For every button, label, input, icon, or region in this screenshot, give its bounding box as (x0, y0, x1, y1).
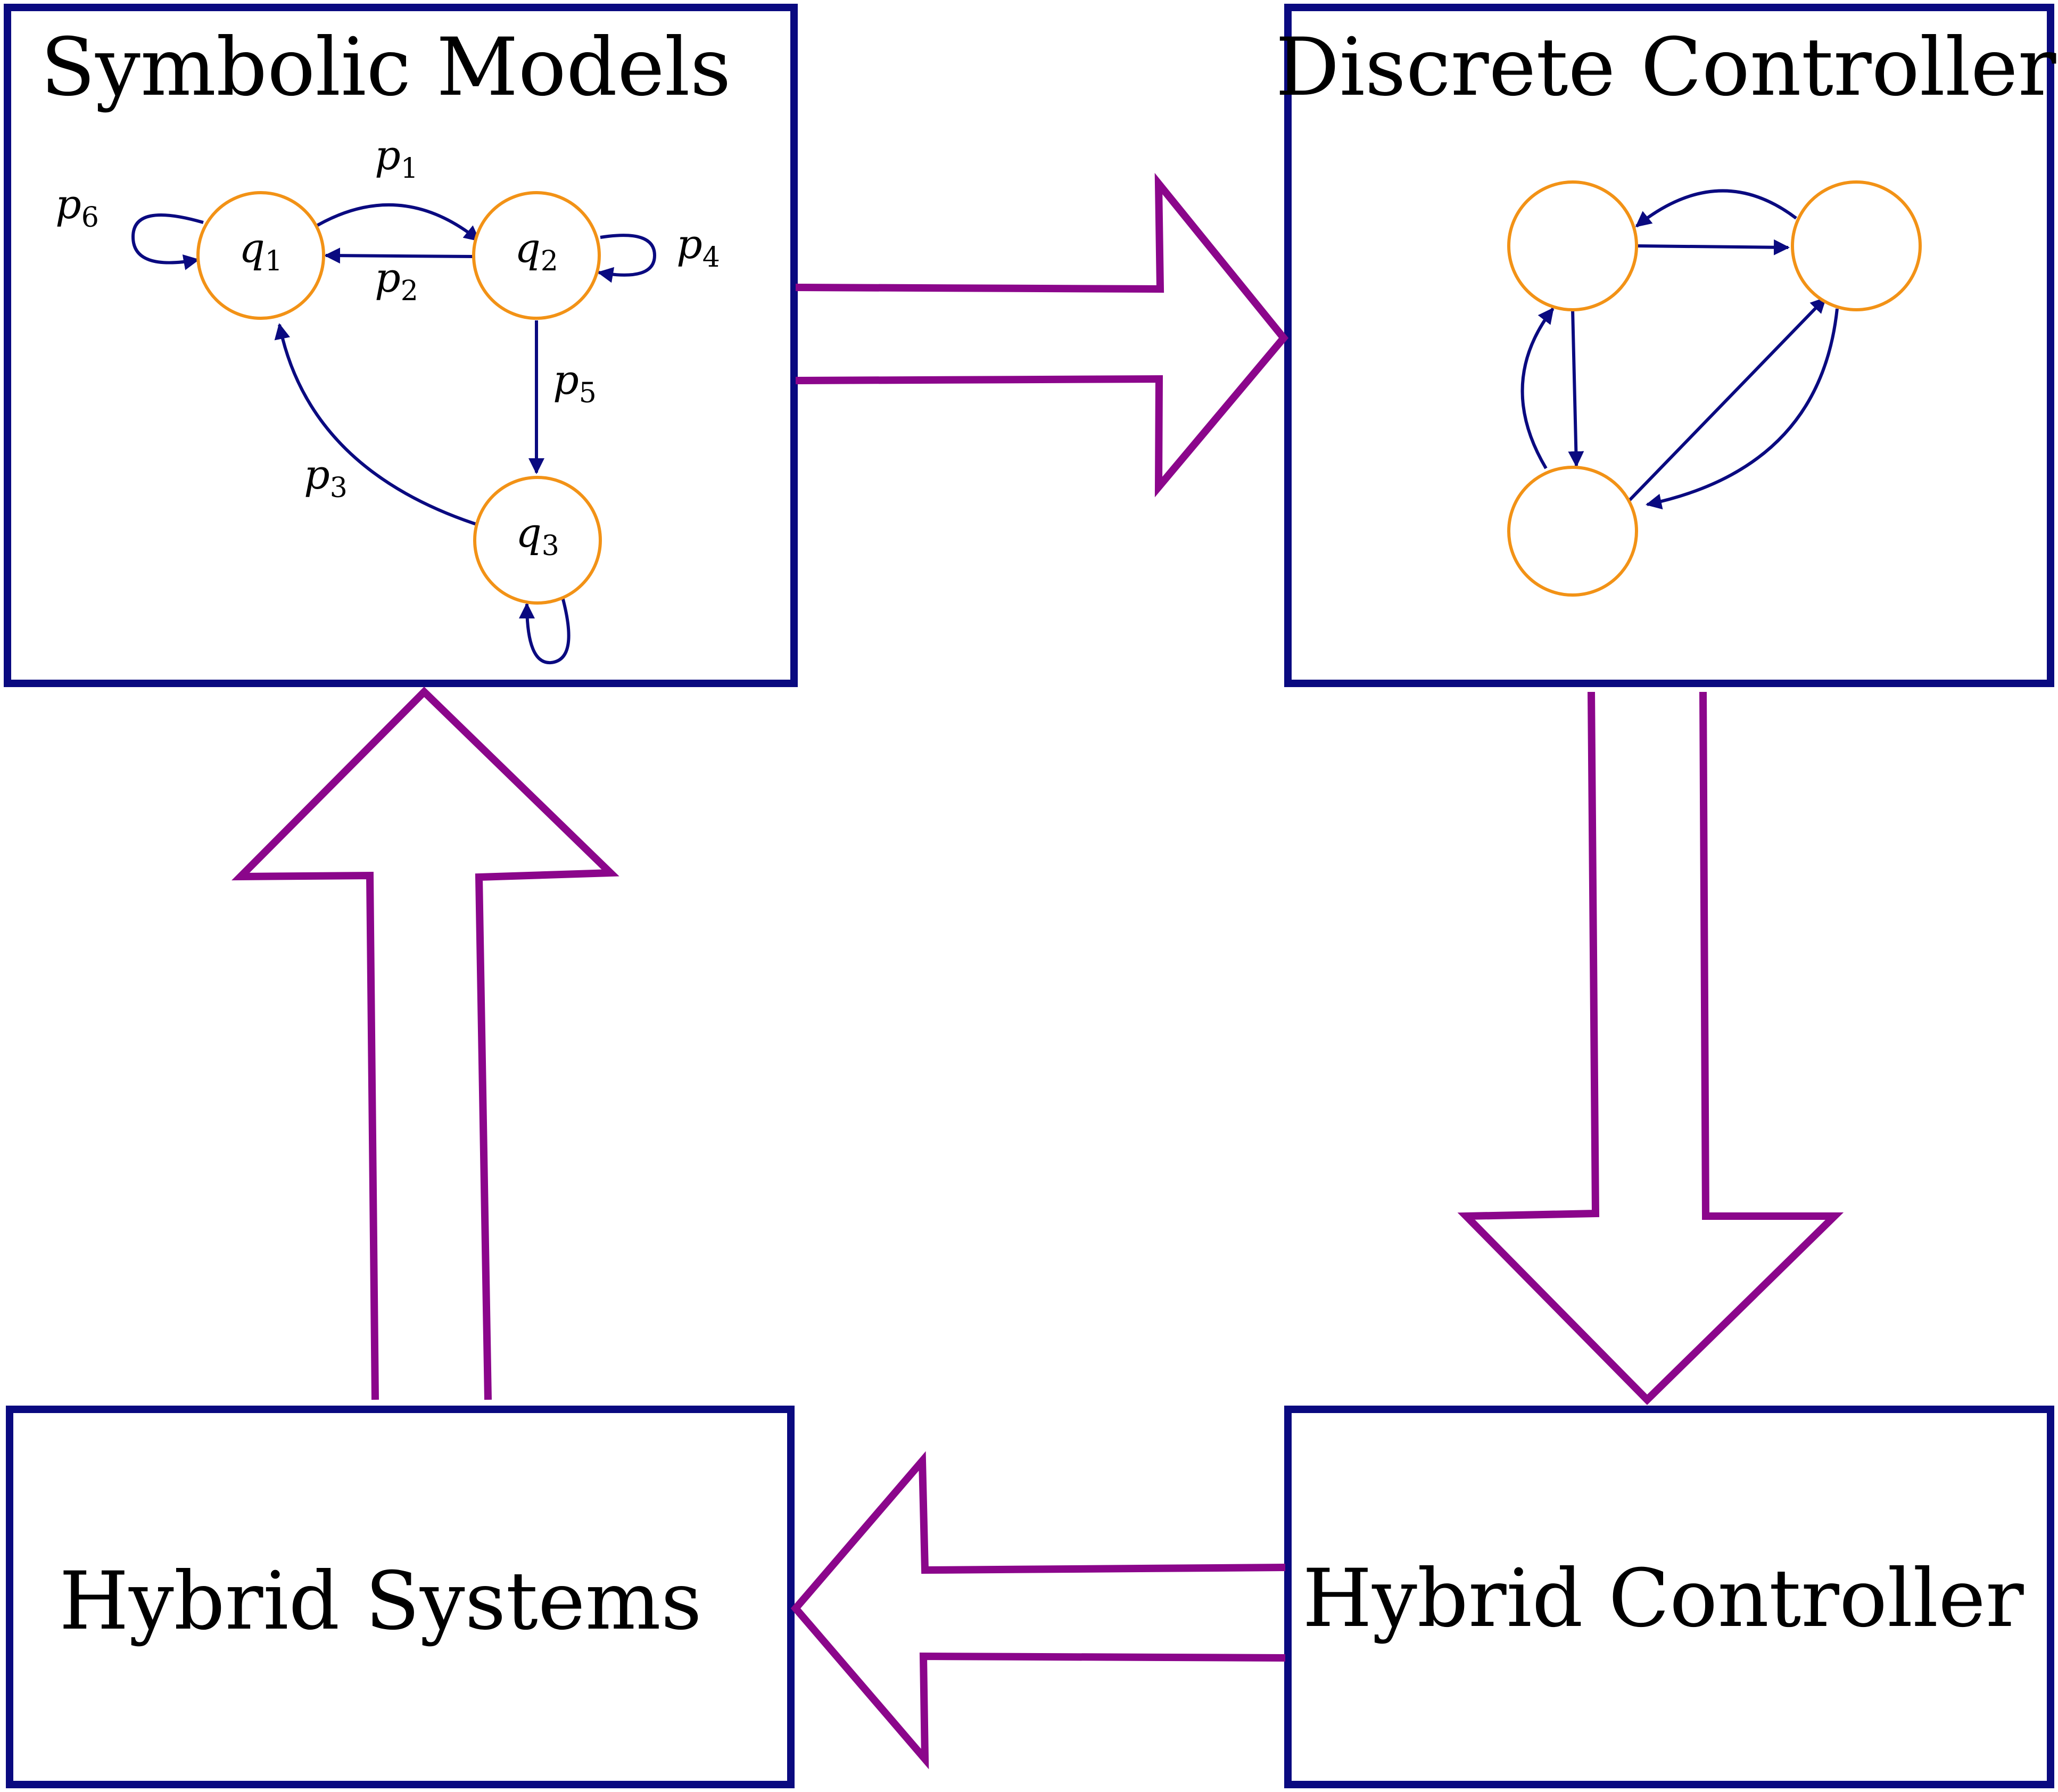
hybrid-controller-box: Hybrid Controller (1284, 1406, 2054, 1788)
state-q2-label: q (515, 224, 541, 271)
ctrl-edge-tl-tr (1636, 239, 1790, 255)
edge-label-p5: p5 (553, 356, 597, 409)
state-q1: q1 (196, 191, 325, 320)
edge-label-p3: p3 (304, 451, 348, 504)
controller-state-bottom (1507, 466, 1638, 597)
state-q3-subscript: 3 (542, 530, 559, 562)
edge-label-p2: p2 (375, 254, 418, 307)
flow-arrow-systems-to-symbolic (232, 687, 619, 1400)
flow-arrow-hybrid-controller-to-systems (790, 1451, 1286, 1770)
svg-text:q2: q2 (515, 224, 558, 277)
symbolic-models-box: Symbolic Models q1 q2 q3 p1 p2 p3 p4 (4, 4, 798, 687)
svg-text:q3: q3 (516, 509, 559, 562)
controller-state-top-left (1507, 180, 1638, 311)
edge-q2-q2 (597, 234, 657, 283)
edge-q3-q1 (274, 323, 477, 526)
automaton-edges (131, 203, 657, 665)
state-q1-label: q (239, 224, 265, 271)
edge-label-p1: p1 (375, 131, 418, 185)
discrete-controller-box: Discrete Controller (1276, 4, 2056, 687)
ctrl-edge-tr-tl (1635, 189, 1797, 228)
controller-edges (1520, 189, 1839, 510)
flow-arrow-symbolic-to-discrete (795, 172, 1289, 498)
edge-q2-q1 (324, 247, 474, 264)
hybrid-systems-title: Hybrid Systems (59, 1555, 702, 1648)
ctrl-edge-tl-b (1568, 309, 1584, 467)
ctrl-edge-b-tl (1520, 307, 1555, 469)
edge-label-p6: p6 (55, 180, 99, 234)
edge-q1-q2 (310, 203, 481, 242)
flow-arrows (232, 172, 1844, 1770)
state-q1-subscript: 1 (265, 245, 283, 277)
state-q3: q3 (473, 476, 602, 605)
flow-arrow-discrete-to-hybrid-controller (1457, 691, 1844, 1405)
ctrl-edge-tr-b (1646, 308, 1839, 510)
state-q2: q2 (472, 191, 601, 320)
discrete-controller-title: Discrete Controller (1276, 21, 2056, 114)
state-q3-label: q (516, 509, 542, 556)
edge-q1-q1 (131, 213, 204, 270)
svg-text:q1: q1 (239, 224, 283, 277)
ctrl-edge-b-tr (1623, 296, 1827, 507)
hybrid-systems-box: Hybrid Systems (6, 1406, 795, 1788)
controller-state-top-right (1791, 180, 1922, 311)
hybrid-controller-title: Hybrid Controller (1302, 1552, 2024, 1645)
edge-q3-q3 (519, 593, 571, 665)
edge-label-p4: p4 (676, 220, 720, 274)
symbolic-models-title: Symbolic Models (40, 21, 731, 114)
state-q2-subscript: 2 (541, 245, 558, 277)
